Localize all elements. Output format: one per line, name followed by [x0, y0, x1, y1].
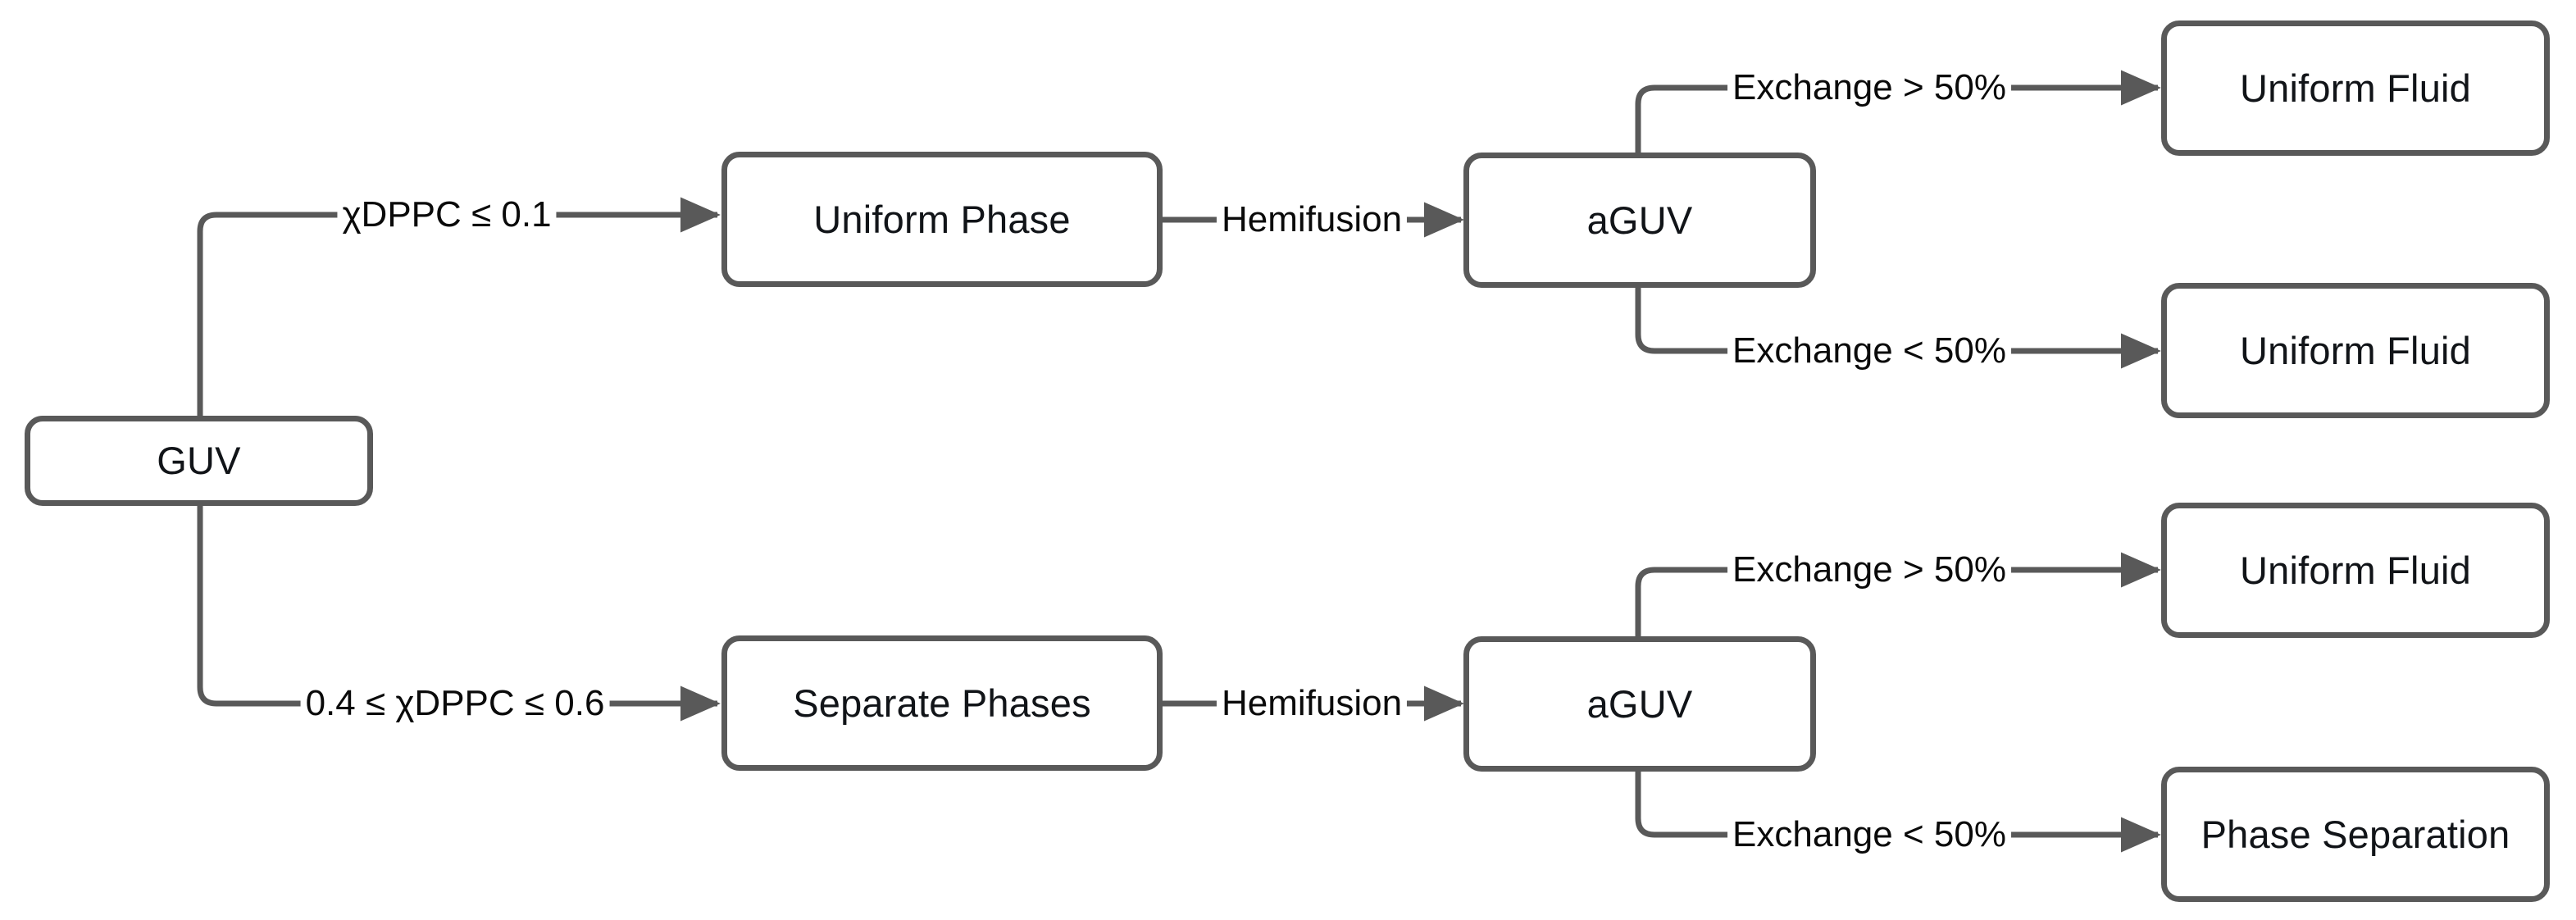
node-label: Uniform Fluid [2239, 548, 2472, 592]
node-separate-phases[interactable]: Separate Phases [721, 635, 1163, 771]
edge-label-hemifusion-bottom: Hemifusion [1216, 684, 1408, 723]
node-uniform-phase[interactable]: Uniform Phase [721, 152, 1163, 287]
edge-label-chi-dppc-range: 0.4 ≤ χDPPC ≤ 0.6 [300, 684, 610, 723]
node-phase-separation[interactable]: Phase Separation [2161, 767, 2550, 902]
node-aguv-top[interactable]: aGUV [1463, 153, 1816, 288]
node-label: Separate Phases [793, 681, 1091, 725]
edge-label-exchange-gt-50-bottom: Exchange > 50% [1727, 550, 2011, 590]
node-label: aGUV [1586, 681, 1693, 726]
node-label: Phase Separation [2201, 812, 2510, 856]
node-guv[interactable]: GUV [25, 416, 373, 506]
edge-label-exchange-lt-50-bottom: Exchange < 50% [1727, 815, 2011, 854]
node-label: GUV [157, 439, 241, 483]
edge-label-exchange-gt-50-top: Exchange > 50% [1727, 68, 2011, 107]
node-label: Uniform Fluid [2239, 328, 2472, 372]
node-label: Uniform Phase [813, 197, 1071, 241]
edge-label-hemifusion-top: Hemifusion [1216, 200, 1408, 239]
edge-label-exchange-lt-50-top: Exchange < 50% [1727, 331, 2011, 371]
node-aguv-bottom[interactable]: aGUV [1463, 636, 1816, 772]
node-label: aGUV [1586, 198, 1693, 242]
edge-label-chi-dppc-le-0-1: χDPPC ≤ 0.1 [337, 195, 557, 235]
node-uniform-fluid-2[interactable]: Uniform Fluid [2161, 283, 2550, 418]
node-uniform-fluid-1[interactable]: Uniform Fluid [2161, 20, 2550, 156]
node-uniform-fluid-3[interactable]: Uniform Fluid [2161, 503, 2550, 638]
node-label: Uniform Fluid [2239, 66, 2472, 110]
